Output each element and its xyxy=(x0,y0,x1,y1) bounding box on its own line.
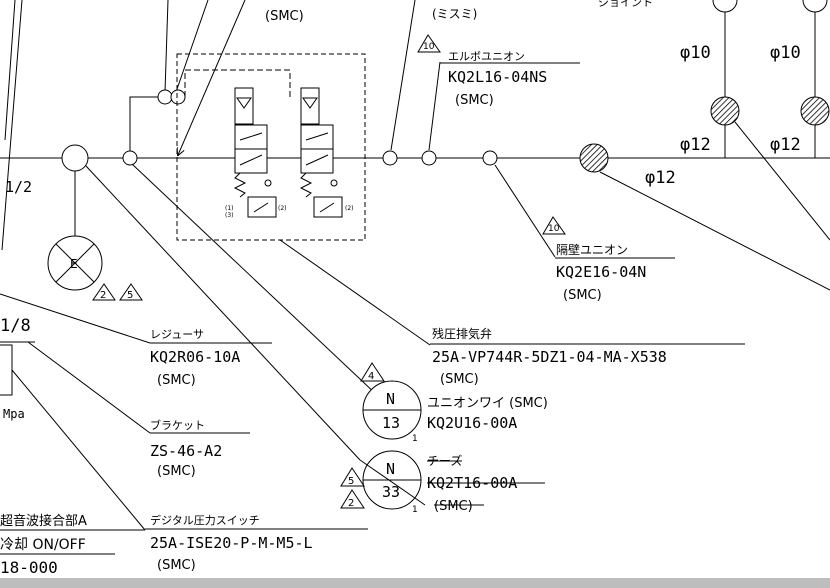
revision-number: 2 xyxy=(348,498,354,509)
gauge-body xyxy=(0,344,13,396)
small-fitting xyxy=(482,150,498,166)
revision-triangle xyxy=(360,362,385,382)
leader-line xyxy=(85,165,361,461)
ratio-label: 1/2 xyxy=(5,178,32,196)
part-number: KQ2U16-00A xyxy=(427,414,517,432)
small-fitting xyxy=(382,150,398,166)
leader-line xyxy=(390,0,416,151)
fitting-circle xyxy=(802,0,828,13)
part-number: 25A-ISE20-P-M-M5-L xyxy=(150,534,313,552)
part-number: KQ2E16-04N xyxy=(556,263,646,281)
leader-line xyxy=(0,293,151,344)
fitting-circle xyxy=(712,0,738,13)
bottom-border xyxy=(0,578,830,588)
revision-number: 4 xyxy=(368,371,374,382)
tube-size-label: φ10 xyxy=(680,43,711,63)
revision-triangle xyxy=(119,283,143,301)
callout-title: 残圧排気弁 xyxy=(432,326,492,341)
revision-number: 5 xyxy=(348,476,354,487)
bulkhead-fitting xyxy=(579,143,609,173)
maker-label: (SMC) xyxy=(157,464,196,479)
maker-label: (SMC) xyxy=(563,288,602,303)
branch-pipe xyxy=(129,96,158,151)
callout-title: ユニオンワイ (SMC) xyxy=(427,396,548,411)
small-fitting xyxy=(157,89,173,105)
revision-number: 5 xyxy=(127,290,133,301)
leader-line xyxy=(178,0,246,155)
maker-label: (SMC) xyxy=(157,373,196,388)
maker-label: (SMC) xyxy=(157,558,196,573)
callout-title: 隔壁ユニオン xyxy=(556,242,628,257)
revision-number: 2 xyxy=(100,290,106,301)
leader-line xyxy=(428,61,441,151)
solenoid-valve-1 xyxy=(233,87,277,218)
tube-size-label: φ12 xyxy=(680,135,711,155)
balloon-sub: 1 xyxy=(412,505,418,515)
part-number: KQ2L16-04NS xyxy=(448,68,547,86)
ultrasonic-label: 超音波接合部A xyxy=(0,513,87,529)
balloon-sub: 1 xyxy=(412,434,418,444)
callout-title: デジタル圧力スイッチ xyxy=(150,513,260,527)
port-label: (2) xyxy=(278,205,287,212)
small-fitting xyxy=(170,89,186,105)
maker-label: (SMC) xyxy=(265,9,304,24)
pilot-line xyxy=(184,69,291,97)
revision-number: 10 xyxy=(423,42,435,52)
maker-label: (SMC) xyxy=(434,499,473,514)
gauge-letter: E xyxy=(70,257,78,271)
unit-label: Mpa xyxy=(3,407,25,421)
solenoid-valve-2 xyxy=(299,87,343,218)
leader-line xyxy=(27,341,151,434)
cooling-label: 冷却 ON/OFF xyxy=(0,537,86,553)
balloon-letter: N xyxy=(386,460,395,478)
leader-line xyxy=(4,0,16,141)
reducer-fitting xyxy=(710,96,740,126)
revision-triangle xyxy=(340,489,365,509)
leader-line xyxy=(175,0,209,93)
maker-label: (SMC) xyxy=(455,93,494,108)
leader-line xyxy=(734,121,830,241)
leader-line xyxy=(131,163,379,397)
callout-title: レジューサ xyxy=(150,328,204,341)
callout-title: エルボユニオン xyxy=(448,50,525,63)
tube-size-label: φ10 xyxy=(770,43,801,63)
leader-line xyxy=(494,164,556,258)
port-label: (2) xyxy=(345,205,354,212)
port-label: (1) xyxy=(225,205,234,212)
union-fitting xyxy=(61,144,89,172)
reducer-fitting xyxy=(800,96,830,126)
maker-label: (SMC) xyxy=(440,372,479,387)
revision-triangle xyxy=(92,283,116,301)
balloon-letter: N xyxy=(386,390,395,408)
part-number: 18-000 xyxy=(0,558,58,577)
port-label: (3) xyxy=(225,212,234,219)
small-fitting xyxy=(122,150,138,166)
small-fitting xyxy=(421,150,437,166)
balloon-number: 33 xyxy=(382,483,400,501)
revision-triangle xyxy=(542,216,566,235)
leader-line xyxy=(164,0,169,93)
ratio-label: 1/8 xyxy=(0,316,31,336)
revision-number: 10 xyxy=(548,224,560,234)
leader-line xyxy=(279,239,431,346)
maker-label: (ミスミ) xyxy=(432,7,477,21)
part-number: ZS-46-A2 xyxy=(150,442,222,460)
revision-triangle xyxy=(417,34,441,53)
balloon-number: 13 xyxy=(382,414,400,432)
leader-line xyxy=(11,369,146,531)
part-number: KQ2R06-10A xyxy=(150,348,240,366)
leader-line xyxy=(599,171,830,291)
joint-label: ジョイント xyxy=(598,0,653,9)
tube-size-label: φ12 xyxy=(645,168,676,188)
callout-title: ブラケット xyxy=(150,418,205,432)
tube-size-label: φ12 xyxy=(770,135,801,155)
revision-triangle xyxy=(340,467,365,487)
part-number: 25A-VP744R-5DZ1-04-MA-X538 xyxy=(432,348,667,366)
valve-assembly-boundary xyxy=(176,53,366,241)
leader-line xyxy=(1,0,23,251)
